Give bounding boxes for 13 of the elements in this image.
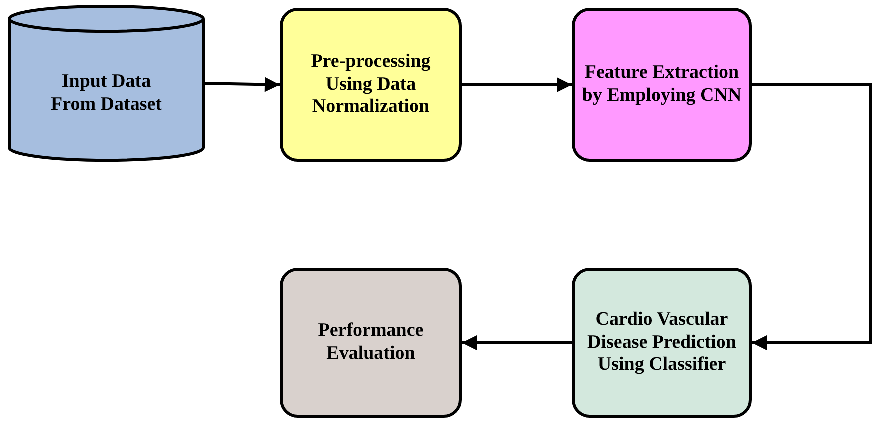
node-text: Performance Evaluation: [317, 320, 425, 366]
process-box: [280, 268, 462, 418]
process-box: [280, 8, 462, 162]
process-box: [572, 268, 752, 418]
node-text: Input Data From Dataset: [50, 70, 163, 116]
node-text: Cardio Vascular Disease Prediction Using Classifier: [586, 308, 738, 378]
node-text: Feature Extraction by Employing CNN: [581, 62, 743, 108]
node-text: Pre-processing Using Data Normalization: [310, 50, 432, 120]
arrow: [462, 78, 572, 92]
arrow: [462, 336, 572, 350]
arrow: [204, 77, 280, 92]
arrow: [752, 84, 872, 350]
process-box: [572, 8, 752, 162]
